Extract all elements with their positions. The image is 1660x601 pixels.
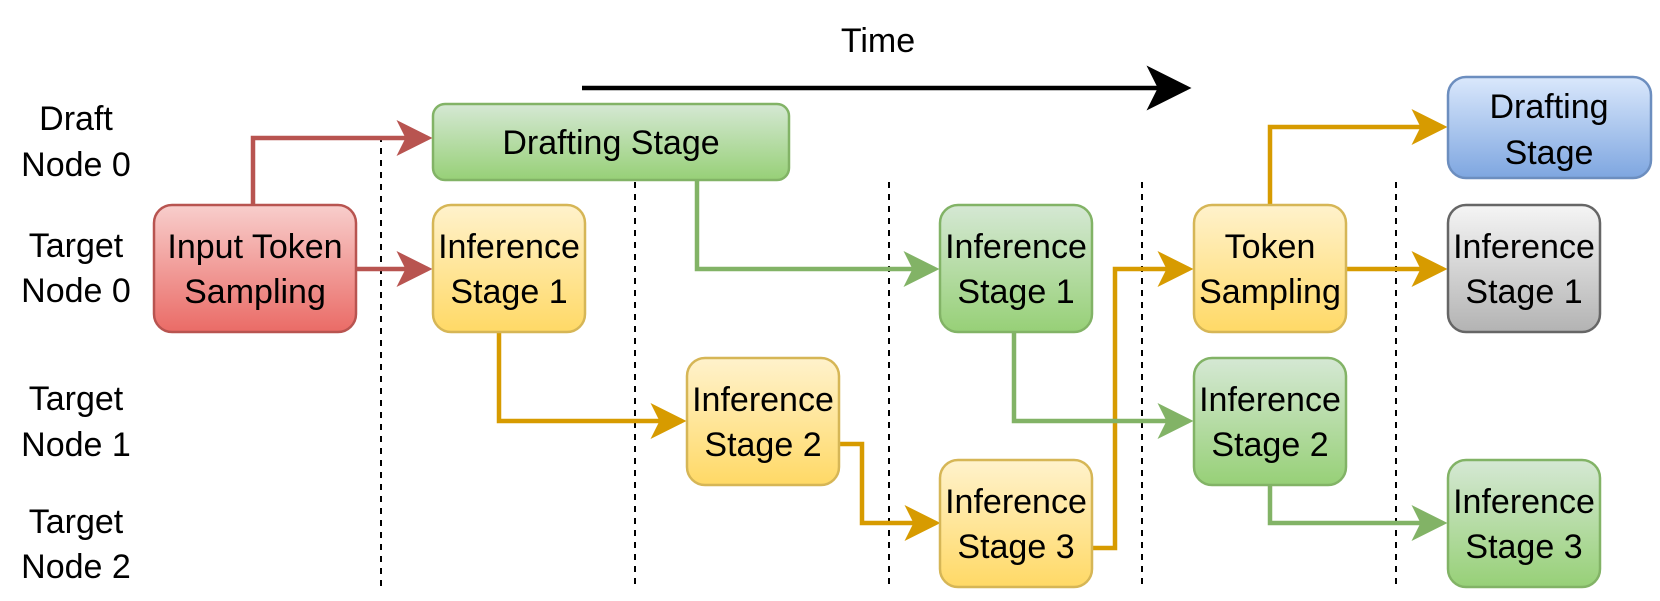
svg-text:Node 0: Node 0 [21, 272, 131, 310]
svg-text:Inference: Inference [945, 483, 1087, 521]
time-axis-label: Time [841, 22, 915, 60]
svg-text:Node 0: Node 0 [21, 146, 131, 184]
svg-text:Draft: Draft [39, 100, 113, 138]
svg-text:Node 1: Node 1 [21, 426, 131, 464]
arrow-inference-1a-to-2a [496, 331, 687, 439]
svg-text:Stage: Stage [1505, 134, 1594, 172]
arrow-inference-1b-to-2b [1011, 331, 1194, 439]
row-label-target-node-2: Target Node 2 [21, 503, 131, 586]
svg-text:Inference: Inference [1199, 381, 1341, 419]
svg-text:Stage 2: Stage 2 [1211, 426, 1328, 464]
box-drafting-stage-1: Drafting Stage [431, 102, 791, 182]
svg-text:Stage 3: Stage 3 [1465, 528, 1582, 566]
svg-text:Input Token: Input Token [167, 228, 342, 266]
box-target0-inference-stage-1a: Inference Stage 1 [431, 203, 587, 334]
arrow-inference-2b-to-3b [1267, 485, 1448, 541]
box-target0-inference-stage-1b: Inference Stage 1 [938, 203, 1094, 334]
row-label-draft-node-0: Draft Node 0 [21, 100, 131, 184]
box-target2-inference-stage-3b: Inference Stage 3 [1446, 458, 1602, 589]
svg-text:Token: Token [1225, 228, 1316, 266]
box-target1-inference-stage-2a: Inference Stage 2 [685, 356, 841, 487]
box-drafting-stage-2: Drafting Stage [1446, 75, 1653, 180]
svg-text:Target: Target [29, 380, 124, 418]
row-label-target-node-0: Target Node 0 [21, 227, 131, 310]
arrow-input-to-drafting [250, 120, 433, 205]
svg-text:Sampling: Sampling [1199, 273, 1341, 311]
svg-text:Stage 2: Stage 2 [704, 426, 821, 464]
svg-text:Inference: Inference [692, 381, 834, 419]
svg-text:Inference: Inference [1453, 228, 1595, 266]
arrow-drafting-to-inference-1b [694, 181, 940, 287]
box-target2-inference-stage-3a: Inference Stage 3 [938, 458, 1094, 589]
svg-text:Inference: Inference [438, 228, 580, 266]
row-label-target-node-1: Target Node 1 [21, 380, 131, 464]
svg-text:Target: Target [29, 503, 124, 541]
svg-text:Node 2: Node 2 [21, 548, 131, 586]
svg-text:Sampling: Sampling [184, 273, 326, 311]
arrow-token-sampling-to-drafting-2 [1267, 109, 1448, 205]
svg-text:Stage 1: Stage 1 [957, 273, 1074, 311]
svg-text:Target: Target [29, 227, 124, 265]
svg-text:Stage 1: Stage 1 [1465, 273, 1582, 311]
svg-text:Stage 3: Stage 3 [957, 528, 1074, 566]
box-token-sampling: Token Sampling [1192, 203, 1348, 334]
arrow-inference-3a-to-token-sampling [1090, 251, 1194, 551]
svg-text:Stage 1: Stage 1 [450, 273, 567, 311]
svg-text:Inference: Inference [945, 228, 1087, 266]
box-target1-inference-stage-2b: Inference Stage 2 [1192, 356, 1348, 487]
svg-text:Drafting: Drafting [1489, 88, 1608, 126]
box-input-token-sampling: Input Token Sampling [152, 203, 358, 334]
svg-text:Drafting Stage: Drafting Stage [502, 124, 719, 162]
arrow-inference-2a-to-3a [836, 441, 941, 541]
box-target0-inference-stage-1c: Inference Stage 1 [1446, 203, 1602, 334]
svg-text:Inference: Inference [1453, 483, 1595, 521]
